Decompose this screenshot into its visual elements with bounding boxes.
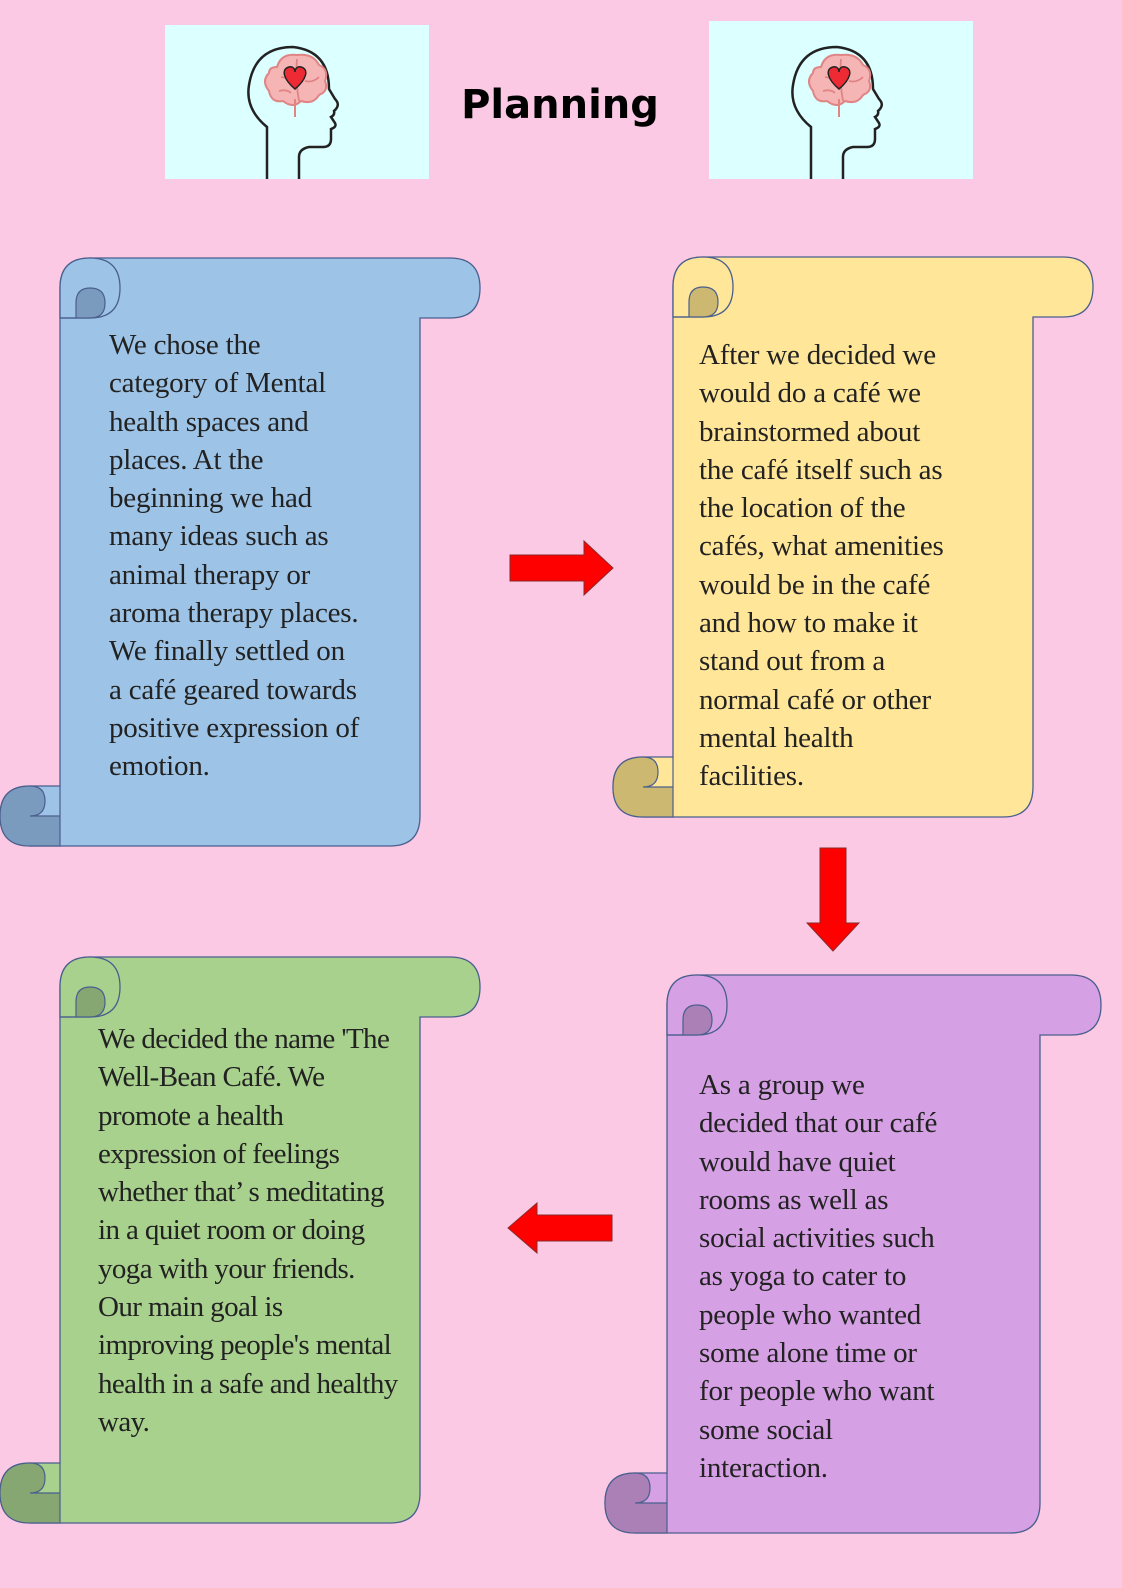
- step-3-text: As a group we decided that our café woul…: [699, 1069, 938, 1484]
- scroll-step-1: We chose the category of Mental health s…: [0, 257, 481, 858]
- step-4-text: We decided the name 'The Well-Bean Café.…: [98, 1023, 398, 1438]
- page-title: Planning: [461, 82, 659, 128]
- left-icon-panel: [165, 25, 429, 179]
- scroll-shape: [612, 256, 1094, 818]
- right-icon-panel: [709, 21, 973, 179]
- scroll-shape: [0, 956, 481, 1524]
- arrow-right-icon: [509, 540, 614, 596]
- scroll-shape: [0, 257, 481, 847]
- arrow-left-icon: [507, 1202, 613, 1254]
- scroll-step-3: As a group we decided that our café woul…: [604, 974, 1102, 1575]
- brain-heart-head-icon: [791, 45, 883, 179]
- scroll-step-2: After we decided we would do a café we b…: [612, 256, 1094, 857]
- scroll-step-4: We decided the name 'The Well-Bean Café.…: [0, 956, 481, 1557]
- step-2-text: After we decided we would do a café we b…: [699, 339, 944, 793]
- brain-heart-head-icon: [247, 45, 339, 179]
- arrow-down-icon: [806, 847, 860, 952]
- scroll-shape: [604, 974, 1102, 1534]
- step-1-text: We chose the category of Mental health s…: [109, 329, 360, 783]
